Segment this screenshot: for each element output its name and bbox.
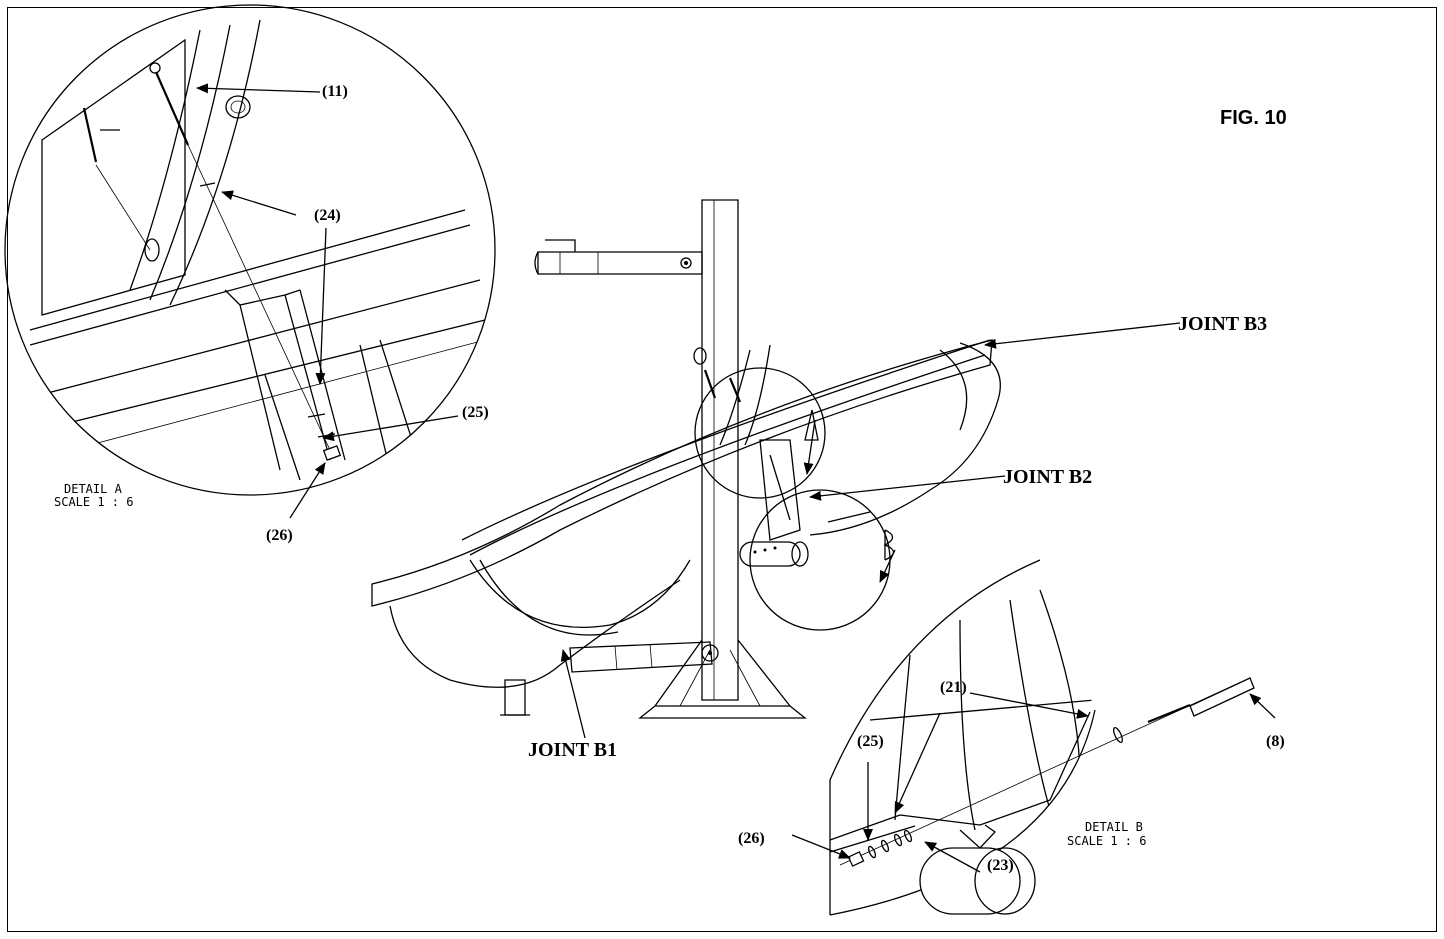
joint-b2-label: JOINT B2 [1003,466,1092,488]
detail-b-scale: SCALE 1 : 6 [1067,834,1146,848]
detail-a-title: DETAIL A [64,482,123,496]
drawing-frame [7,7,1437,932]
callout-a-24: (24) [314,207,341,224]
joint-b3-label: JOINT B3 [1178,313,1267,335]
detail-b-title: DETAIL B [1085,820,1143,834]
callout-b-23: (23) [987,857,1014,874]
detail-a-view [4,4,496,496]
detail-a-scale: SCALE 1 : 6 [54,495,133,509]
callout-a-25: (25) [462,404,489,421]
detail-a-marker-circle [694,367,826,499]
callout-b-26: (26) [738,830,765,847]
callout-a-11: (11) [322,83,348,100]
slide-assembly [371,199,1001,719]
callout-b-8: (8) [1266,733,1285,750]
detail-b-view [829,559,1255,916]
callout-b-25: (25) [857,733,884,750]
figure-label: FIG. 10 [1220,107,1287,129]
callout-a-26: (26) [266,527,293,544]
callout-b-21: (21) [940,679,967,696]
joint-b1-label: JOINT B1 [528,739,617,761]
